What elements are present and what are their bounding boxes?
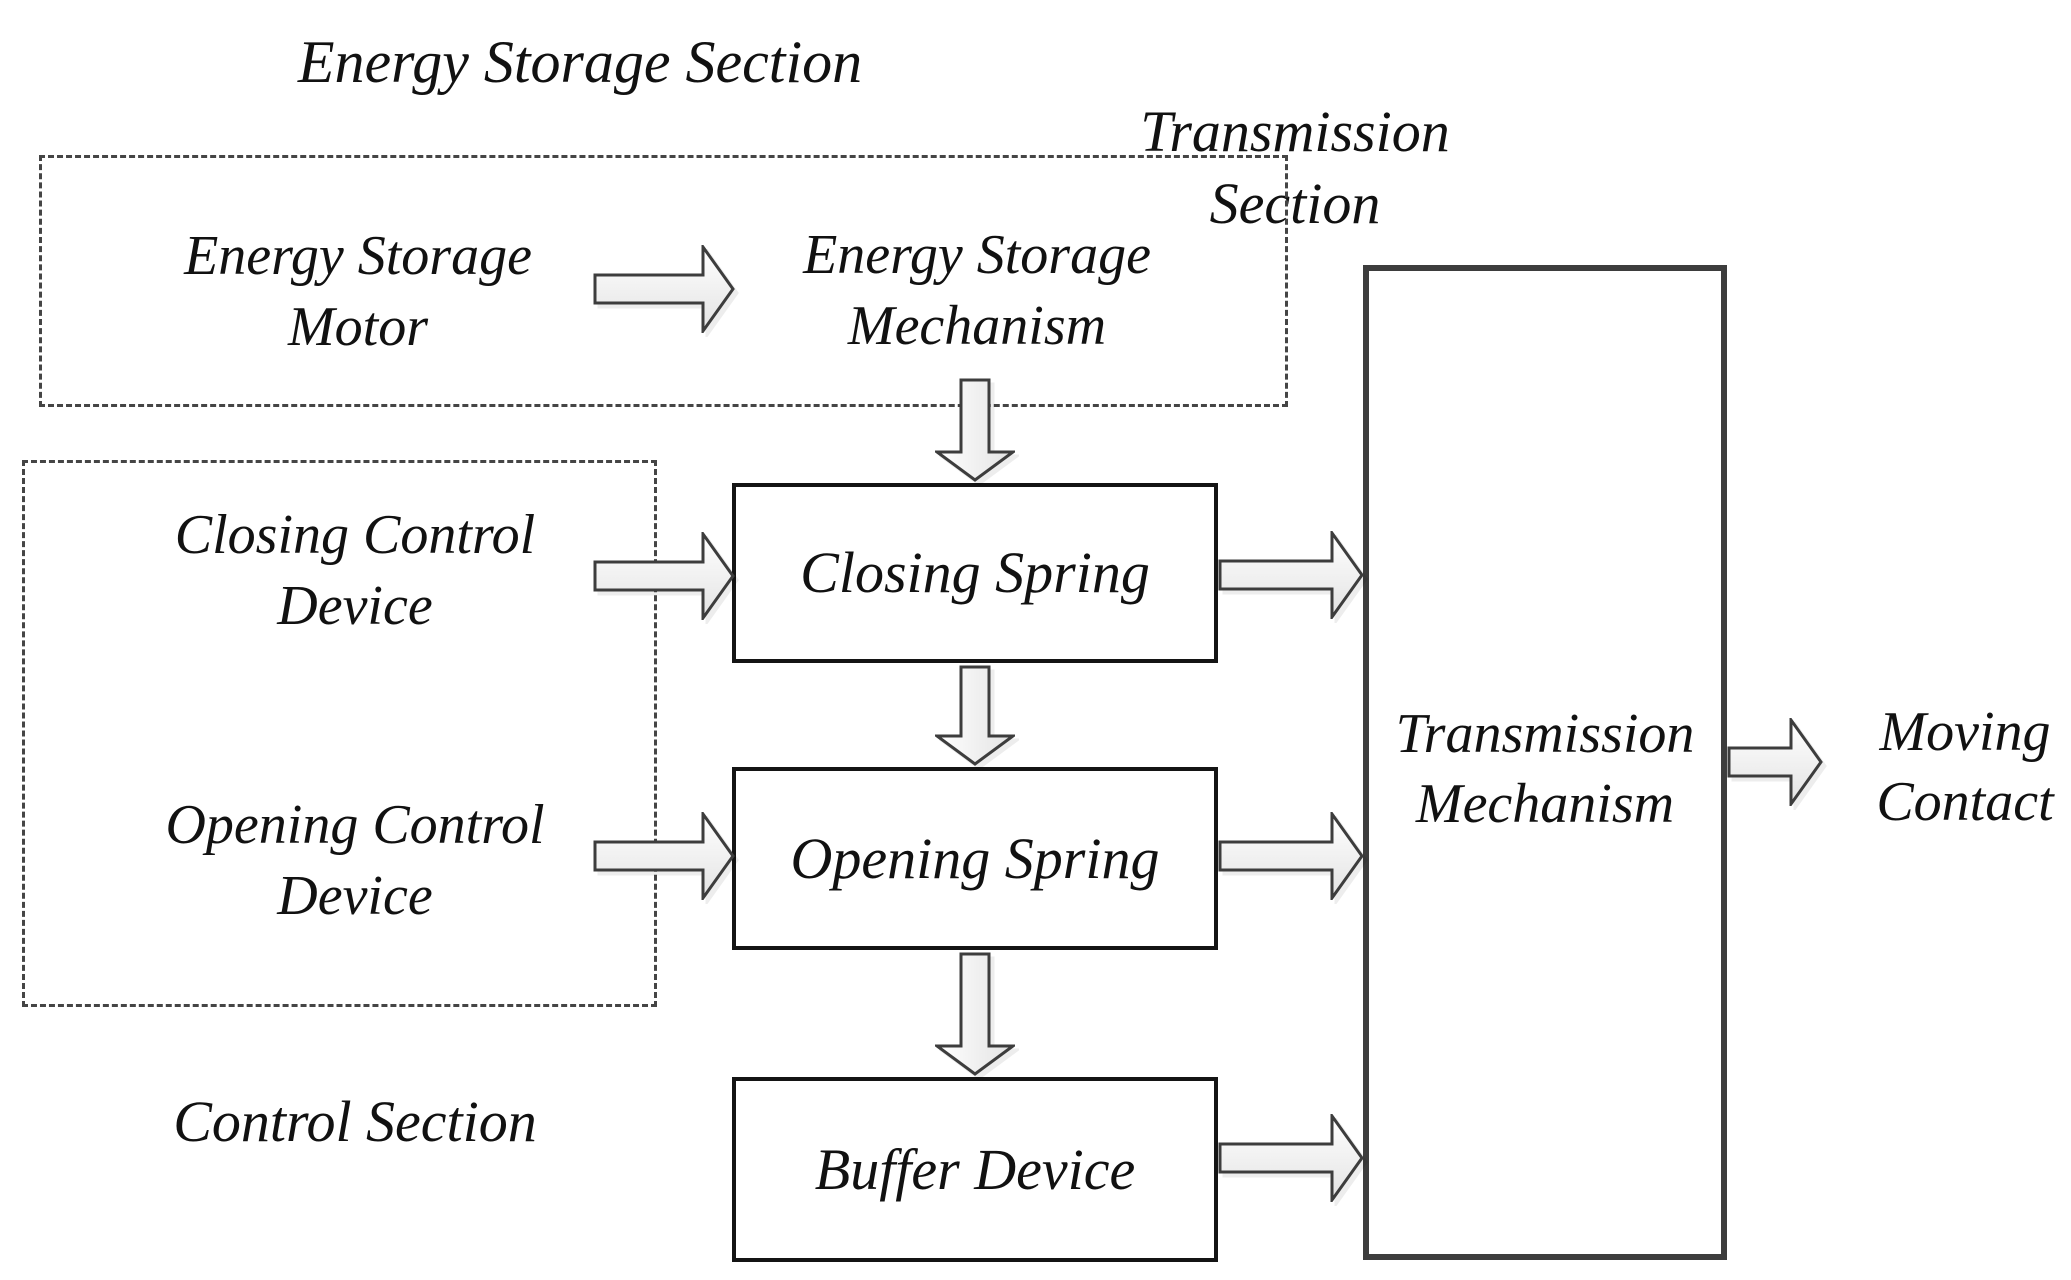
- node-opening-spring-box: Opening Spring: [732, 767, 1218, 950]
- arrow-closing-control-to-closing-spring: [593, 532, 735, 620]
- arrow-opening-spring-to-transmission: [1218, 812, 1364, 900]
- transmission-section-title: Transmission Section: [1095, 96, 1495, 240]
- node-energy-storage-mechanism: Energy Storage Mechanism: [727, 220, 1227, 362]
- transmission-section-title-line2: Section: [1209, 171, 1381, 236]
- node-closing-control-device: Closing Control Device: [105, 500, 605, 642]
- moving-contact-line2: Contact: [1876, 771, 2054, 833]
- arrow-transmission-to-moving-contact: [1727, 718, 1823, 806]
- buffer-device-label: Buffer Device: [814, 1136, 1136, 1202]
- arrow-closing-spring-to-opening-spring: [935, 665, 1015, 766]
- opening-control-device-line1: Opening Control: [165, 794, 545, 856]
- opening-spring-label: Opening Spring: [790, 825, 1160, 891]
- node-buffer-device-box: Buffer Device: [732, 1077, 1218, 1262]
- transmission-section-title-line1: Transmission: [1140, 99, 1450, 164]
- closing-spring-label: Closing Spring: [800, 540, 1150, 605]
- node-opening-control-device: Opening Control Device: [105, 790, 605, 932]
- closing-control-device-line1: Closing Control: [174, 504, 536, 566]
- closing-control-device-line2: Device: [277, 575, 433, 637]
- energy-storage-section-box: [39, 155, 1288, 407]
- energy-storage-mechanism-line1: Energy Storage: [803, 224, 1151, 286]
- control-section-title-text: Control Section: [173, 1089, 537, 1154]
- control-section-box: [22, 460, 657, 1007]
- transmission-mechanism-label: Transmission Mechanism: [1369, 699, 1721, 839]
- moving-contact-line1: Moving: [1879, 701, 2051, 763]
- control-section-title: Control Section: [105, 1086, 605, 1158]
- arrow-opening-spring-to-buffer-device: [935, 952, 1015, 1076]
- energy-storage-section-title-text: Energy Storage Section: [297, 29, 863, 95]
- node-moving-contact: Moving Contact: [1855, 697, 2071, 837]
- node-energy-storage-motor: Energy Storage Motor: [108, 221, 608, 363]
- energy-storage-section-title: Energy Storage Section: [280, 26, 880, 98]
- energy-storage-motor-line2: Motor: [288, 296, 428, 358]
- transmission-mechanism-line1: Transmission: [1395, 703, 1695, 765]
- arrow-closing-spring-to-transmission: [1218, 531, 1364, 619]
- arrow-buffer-device-to-transmission: [1218, 1114, 1364, 1202]
- energy-storage-motor-line1: Energy Storage: [184, 225, 532, 287]
- node-transmission-mechanism-box: Transmission Mechanism: [1363, 265, 1727, 1260]
- node-closing-spring-box: Closing Spring: [732, 483, 1218, 663]
- transmission-mechanism-line2: Mechanism: [1415, 773, 1675, 835]
- arrow-mechanism-to-closing-spring: [935, 378, 1015, 482]
- opening-control-device-line2: Device: [277, 865, 433, 927]
- energy-storage-mechanism-line2: Mechanism: [847, 295, 1107, 357]
- arrow-opening-control-to-opening-spring: [593, 812, 735, 900]
- arrow-motor-to-mechanism: [593, 245, 735, 333]
